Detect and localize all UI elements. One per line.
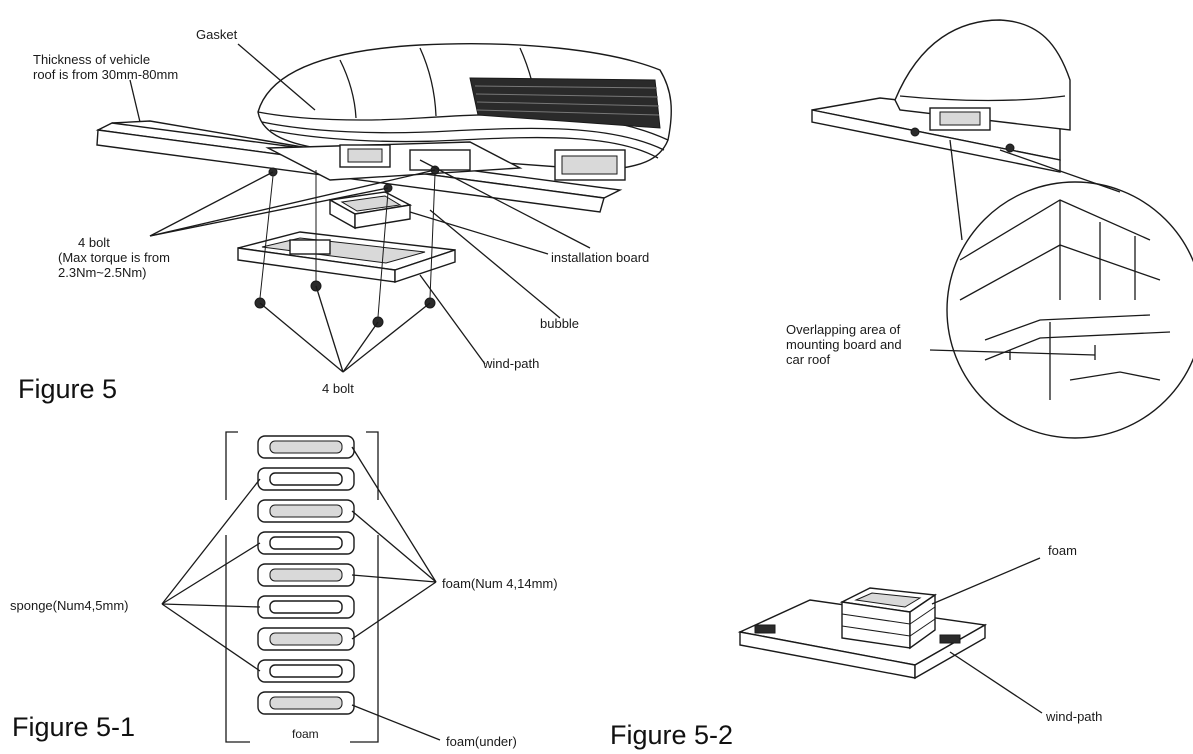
ring-stack [257,435,355,715]
gasket-label: Gasket [196,27,238,42]
overlap-detail-illustration [811,19,1193,439]
figure-5-1-leaders [161,446,441,741]
unit-base-plate [265,141,523,181]
installation-board-label: installation board [551,250,650,265]
bolt-bottom-label: 4 bolt [322,381,354,396]
foam-stack-label: foam(Num 4,14mm) [442,576,558,591]
figure-5-caption: Figure 5 [18,374,118,404]
bolts [254,165,440,328]
figure-5-leaders [129,43,591,373]
assembly-guide-lines [259,170,436,318]
overlap-label: Overlapping area of mounting board and c… [786,322,902,367]
figure-5-2-caption: Figure 5-2 [610,720,734,750]
ac-unit-body [257,43,672,181]
bolt-top-line-3: 2.3Nm~2.5Nm) [58,265,147,280]
bolt-torque-label: 4 bolt (Max torque is from 2.3Nm~2.5Nm) [58,235,170,280]
bubble-label: bubble [540,316,580,331]
wind-path-label-fig5: wind-path [483,356,540,371]
figure-5-illustration [95,43,672,373]
figure-5-2-illustration [737,557,1043,714]
bubble-part [327,191,413,230]
bolt-top-line-2: (Max torque is from [58,250,170,265]
roof-thickness-line-1: Thickness of vehicle [33,52,151,67]
overlap-line-2: mounting board and [786,337,902,352]
installation-board-frame [237,231,456,283]
foam-label-fig52: foam [1048,543,1077,558]
sponge-label: sponge(Num4,5mm) [10,598,129,613]
roof-thickness-line-2: roof is from 30mm-80mm [33,67,179,82]
foam-under-label: foam(under) [446,734,517,749]
wind-path-label-fig52: wind-path [1046,709,1103,724]
roof-thickness-label: Thickness of vehicle roof is from 30mm-8… [33,52,178,82]
figure-5-1-illustration [161,431,441,743]
overlap-line-3: car roof [786,352,831,367]
figure-5-1-caption: Figure 5-1 [12,712,136,742]
bolt-top-line-1: 4 bolt [78,235,110,250]
foam-bottom-label: foam [292,727,319,741]
overlap-line-1: Overlapping area of [786,322,901,337]
